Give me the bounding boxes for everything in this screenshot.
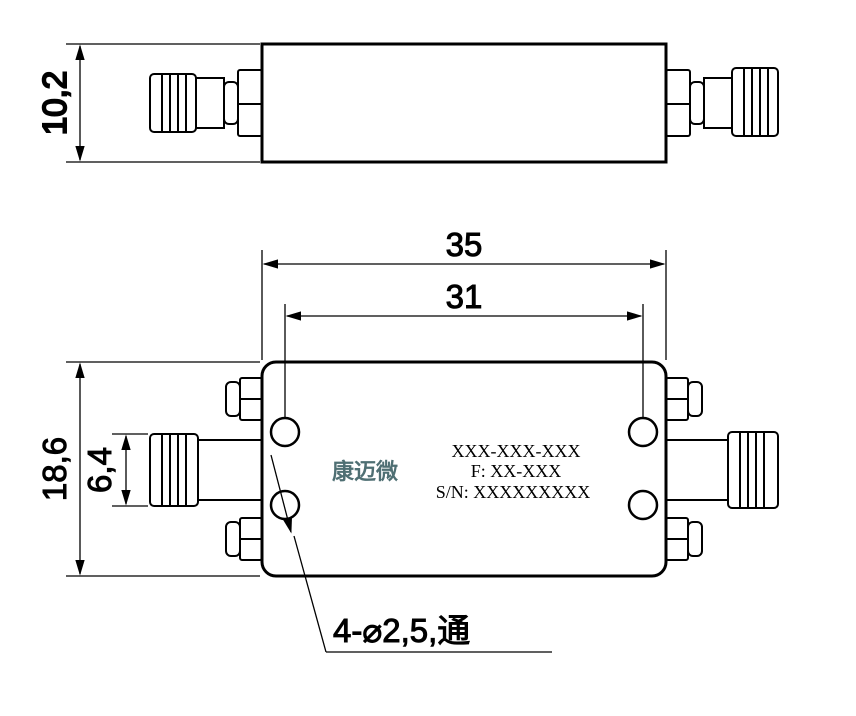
top-view-body [260, 360, 668, 578]
overall-length-dimension [261, 250, 667, 360]
serial-number: S/N: XXXXXXXXX [436, 482, 591, 502]
hole-callout-label: 4-⌀2,5,通 [333, 612, 470, 649]
overall-length-label: 35 [446, 226, 483, 263]
hole-spacing-label: 31 [446, 278, 483, 315]
overall-width-label: 18,6 [36, 437, 73, 501]
mounting-hole [269, 489, 301, 521]
top-view: 35 31 18,6 6,4 4-⌀2,5,通 [36, 226, 779, 653]
top-view-left-upper-stud [225, 377, 263, 421]
side-view-left-connector [149, 69, 263, 137]
hole-spacing-dimension [284, 304, 644, 418]
brand-logo: 康迈微 [332, 459, 398, 485]
side-height-label: 10,2 [36, 71, 73, 135]
frequency-range: F: XX-XXX [471, 461, 562, 481]
mounting-hole [627, 489, 659, 521]
top-view-right-connector [665, 431, 779, 509]
side-view-body [260, 42, 668, 164]
connector-spacing-dimension [112, 433, 148, 507]
side-view-right-connector [665, 67, 779, 137]
top-view-left-connector [149, 433, 263, 507]
side-view: 10,2 [35, 42, 779, 164]
mounting-hole [627, 416, 659, 448]
side-height-dimension [66, 43, 260, 163]
hole-callout [270, 454, 552, 653]
top-view-right-upper-stud [665, 377, 703, 421]
overall-width-dimension [66, 361, 260, 577]
connector-spacing-label: 6,4 [81, 447, 118, 493]
mounting-hole [269, 416, 301, 448]
product-label: 康迈微 XXX-XXX-XXX F: XX-XXX S/N: XXXXXXXXX [332, 441, 590, 502]
model-number: XXX-XXX-XXX [452, 441, 581, 461]
top-view-right-lower-stud [665, 517, 703, 561]
top-view-left-lower-stud [225, 517, 263, 561]
